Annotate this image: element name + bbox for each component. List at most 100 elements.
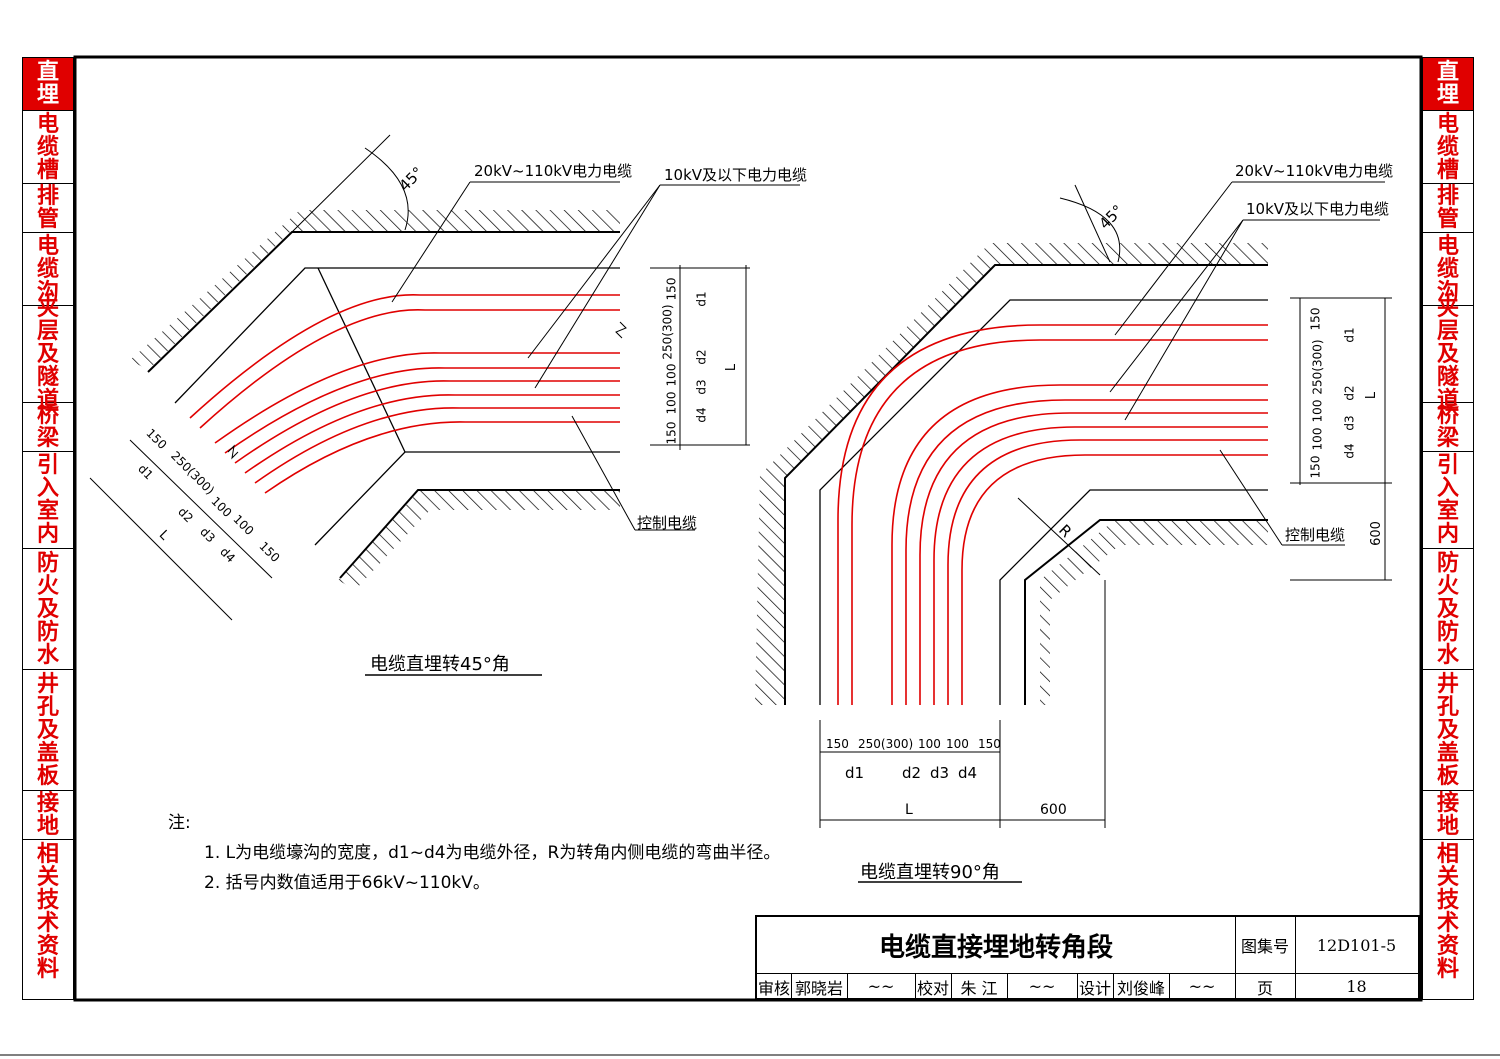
fig90-d3-bottom: d3 — [930, 764, 950, 782]
sidebar-char: 料 — [36, 957, 59, 982]
sidebar-item-6[interactable]: 引入室内 — [23, 452, 73, 549]
sidebar-char: 电 — [1436, 233, 1459, 259]
fig90-L-right: L — [1364, 391, 1380, 400]
sidebar-item-9[interactable]: 接地 — [1423, 791, 1473, 840]
note-item-1: 1. L为电缆壕沟的宽度，d1~d4为电缆外径，R为转角内侧电缆的弯曲半径。 — [204, 843, 781, 863]
sidebar-char: 内 — [1436, 522, 1459, 547]
sidebar-char: 道 — [1436, 387, 1459, 413]
sidebar-char: 孔 — [36, 694, 59, 720]
sidebar-item-0[interactable]: 直埋 — [1423, 58, 1473, 111]
fig45-d1-right: d1 — [694, 291, 709, 307]
sidebar-char: 梁 — [36, 426, 59, 451]
sidebar-item-2[interactable]: 排管 — [1423, 184, 1473, 233]
sidebar-char: 井 — [36, 671, 59, 697]
sidebar-item-2[interactable]: 排管 — [23, 184, 73, 233]
drawing-frame — [73, 55, 1423, 1002]
sidebar-char: 缆 — [36, 134, 59, 160]
sidebar-item-1[interactable]: 电缆槽 — [23, 111, 73, 184]
sidebar-char: 技 — [1436, 888, 1459, 913]
design-label: 设计 — [1077, 973, 1114, 1001]
sidebar-char: 层 — [1436, 318, 1459, 344]
sidebar-item-6[interactable]: 引入室内 — [1423, 452, 1473, 549]
sidebar-item-7[interactable]: 防火及防水 — [1423, 549, 1473, 670]
sidebar-char: 电 — [36, 233, 59, 259]
sidebar-item-7[interactable]: 防火及防水 — [23, 549, 73, 670]
page-number: 18 — [1346, 977, 1367, 996]
fig45-d4-right: d4 — [694, 407, 709, 423]
sidebar-item-10[interactable]: 相关技术资料 — [23, 840, 73, 984]
sidebar-char: 板 — [36, 763, 59, 789]
sidebar-char: 室 — [36, 499, 59, 524]
sidebar-char: 水 — [1436, 642, 1459, 668]
sidebar-char: 接 — [36, 791, 59, 816]
fig90-lv-cable-label: 10kV及以下电力电缆 — [1246, 200, 1390, 218]
sidebar-item-5[interactable]: 桥梁 — [1423, 403, 1473, 452]
fig90-dim-100b: 100 — [1310, 427, 1325, 451]
sidebar-char: 缆 — [36, 256, 59, 282]
sidebar-char: 关 — [1436, 865, 1459, 890]
sidebar-item-8[interactable]: 井孔及盖板 — [23, 670, 73, 791]
fig45-d2-right: d2 — [694, 349, 709, 365]
sidebar-char: 电 — [1436, 111, 1459, 137]
sidebar-char: 及 — [36, 341, 59, 367]
sidebar-item-4[interactable]: 夹层及隧道 — [23, 297, 73, 412]
sidebar-char: 引 — [1436, 453, 1459, 478]
sidebar-item-8[interactable]: 井孔及盖板 — [1423, 670, 1473, 791]
sidebar-char: 道 — [36, 387, 59, 413]
sidebar-char: 防 — [36, 550, 59, 576]
fig90-d1-right: d1 — [1342, 327, 1357, 343]
sidebar-char: 地 — [1436, 814, 1459, 839]
fig90-dim-150-bottom-a: 150 — [826, 737, 849, 751]
designer-signature: ~~ — [1169, 973, 1236, 1001]
sidebar-char: 电 — [36, 111, 59, 137]
sidebar-char: 埋 — [36, 83, 59, 108]
left-category-sidebar: 直埋电缆槽排管电缆沟夹层及隧道桥梁引入室内防火及防水井孔及盖板接地相关技术资料 — [22, 57, 74, 1000]
sidebar-char: 管 — [1436, 207, 1459, 232]
sidebar-char: 水 — [36, 642, 59, 668]
sidebar-item-10[interactable]: 相关技术资料 — [1423, 840, 1473, 984]
sidebar-char: 相 — [1436, 842, 1459, 867]
checker-signature: ~~ — [1007, 973, 1078, 1001]
sidebar-char: 防 — [36, 619, 59, 645]
title-block: 电缆直接埋地转角段 图集号 12D101-5 审核 郭晓岩 ~~ 校对 朱 江 … — [755, 915, 1420, 1001]
sidebar-char: 沟 — [36, 279, 59, 305]
sidebar-char: 夹 — [36, 295, 59, 321]
checker-name: 朱 江 — [951, 973, 1008, 1001]
fig90-dim-250: 250(300) — [1310, 339, 1325, 395]
sidebar-char: 槽 — [36, 157, 59, 183]
sidebar-char: 入 — [1436, 476, 1459, 501]
fig45-dim-100-b: 100 — [664, 391, 679, 415]
sidebar-item-3[interactable]: 电缆沟 — [1423, 233, 1473, 306]
fig45-dim-100-a: 100 — [664, 363, 679, 387]
atlas-label: 图集号 — [1235, 917, 1296, 974]
sidebar-char: 及 — [36, 596, 59, 622]
sidebar-char: 隧 — [36, 364, 59, 390]
sidebar-char: 板 — [1436, 763, 1459, 789]
fig90-control-cable-label: 控制电缆 — [1285, 526, 1346, 544]
sidebar-char: 资 — [1436, 934, 1459, 959]
fig90-gap-bottom: 600 — [1040, 802, 1067, 818]
sidebar-char: 层 — [36, 318, 59, 344]
sidebar-char: 防 — [1436, 550, 1459, 576]
sidebar-item-0[interactable]: 直埋 — [23, 58, 73, 111]
sidebar-char: 隧 — [1436, 364, 1459, 390]
sidebar-char: 及 — [1436, 717, 1459, 743]
fig90-L-bottom: L — [905, 802, 913, 818]
sidebar-char: 缆 — [1436, 256, 1459, 282]
sidebar-char: 料 — [1436, 957, 1459, 982]
sidebar-char: 及 — [1436, 341, 1459, 367]
sidebar-char: 火 — [1436, 573, 1459, 599]
sidebar-item-9[interactable]: 接地 — [23, 791, 73, 840]
sidebar-item-3[interactable]: 电缆沟 — [23, 233, 73, 306]
sidebar-char: 槽 — [1436, 157, 1459, 183]
fig90-dim-100b-bottom: 100 — [946, 737, 969, 751]
sidebar-char: 内 — [36, 522, 59, 547]
sidebar-item-4[interactable]: 夹层及隧道 — [1423, 297, 1473, 412]
sidebar-char: 盖 — [36, 740, 59, 766]
sidebar-item-5[interactable]: 桥梁 — [23, 403, 73, 452]
fig45-lv-cable-label: 10kV及以下电力电缆 — [664, 166, 808, 184]
sidebar-char: 接 — [1436, 791, 1459, 816]
sidebar-char: 入 — [36, 476, 59, 501]
sidebar-char: 排 — [1436, 184, 1459, 209]
sidebar-item-1[interactable]: 电缆槽 — [1423, 111, 1473, 184]
